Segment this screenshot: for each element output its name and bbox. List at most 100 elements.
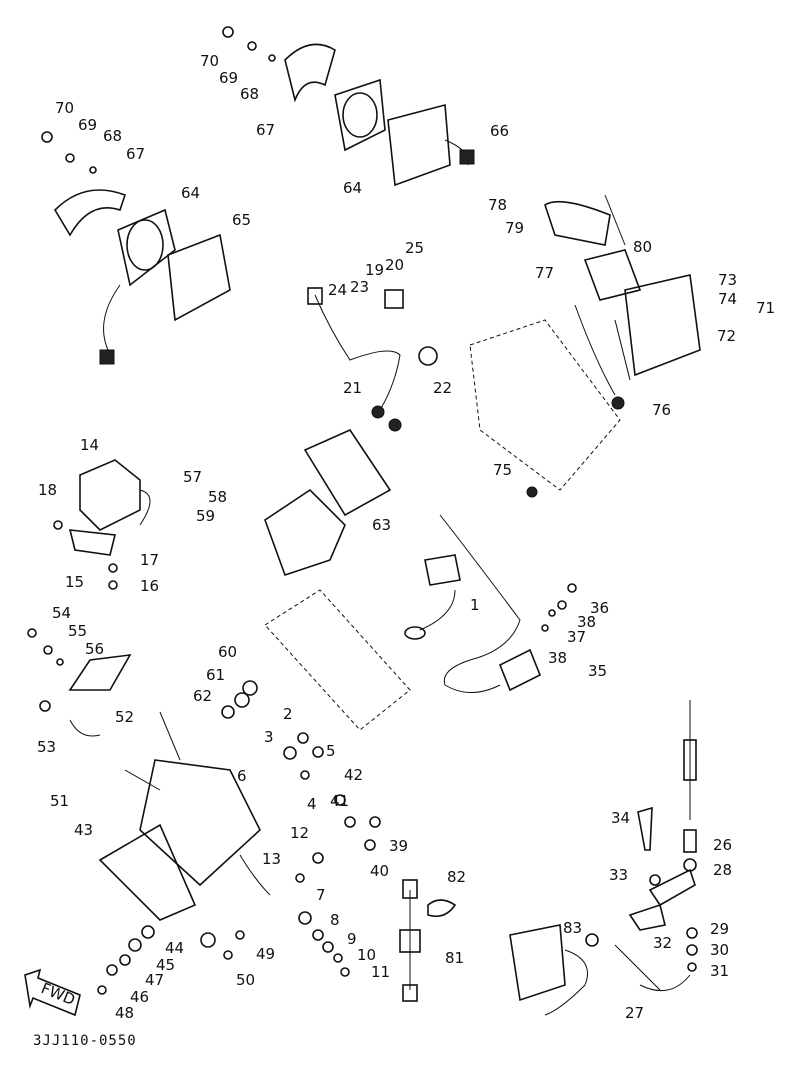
callout: 74	[718, 290, 737, 308]
callout: 42	[344, 766, 363, 784]
callout: 38	[577, 613, 596, 631]
callout: 4	[307, 795, 317, 813]
callout: 80	[633, 238, 652, 256]
callout: 67	[126, 145, 145, 163]
callout: 77	[535, 264, 554, 282]
callout: 61	[206, 666, 225, 684]
callout: 3	[264, 728, 274, 746]
callout: 25	[405, 239, 424, 257]
callout: 60	[218, 643, 237, 661]
hardware-center	[221, 680, 381, 977]
callout: 64	[181, 184, 200, 202]
callout: 56	[85, 640, 104, 658]
callout: 73	[718, 271, 737, 289]
callout: 19	[365, 261, 384, 279]
callout-labels: 70 69 68 67 64 66 70 69 68 67 64 65 78 7…	[37, 52, 775, 1022]
callout: 50	[236, 971, 255, 989]
callout: 82	[447, 868, 466, 886]
callout: 16	[140, 577, 159, 595]
callout: 5	[326, 742, 336, 760]
hardware-lower-left	[97, 925, 245, 995]
callout: 6	[237, 767, 247, 785]
callout: 70	[200, 52, 219, 70]
callout: 53	[37, 738, 56, 756]
callout: 2	[283, 705, 293, 723]
callout: 48	[115, 1004, 134, 1022]
callout: 79	[505, 219, 524, 237]
ignition-unit-assembly	[27, 628, 271, 921]
callout: 37	[567, 628, 586, 646]
callout: 29	[710, 920, 729, 938]
callout: 17	[140, 551, 159, 569]
callout: 12	[290, 824, 309, 842]
callout: 67	[256, 121, 275, 139]
callout: 69	[78, 116, 97, 134]
callout: 34	[611, 809, 630, 827]
unit-83	[509, 924, 599, 1016]
callout: 55	[68, 622, 87, 640]
callout: 1	[470, 596, 480, 614]
cable-26-assembly	[614, 700, 698, 992]
unit-14	[53, 459, 151, 590]
callout: 10	[357, 946, 376, 964]
callout: 47	[145, 971, 164, 989]
callout: 23	[350, 278, 369, 296]
callout: 8	[330, 911, 340, 929]
callout: 75	[493, 461, 512, 479]
callout: 72	[717, 327, 736, 345]
callout: 69	[219, 69, 238, 87]
callout: 78	[488, 196, 507, 214]
harness-21	[307, 287, 438, 432]
fwd-label: FWD	[38, 979, 77, 1009]
callout: 63	[372, 516, 391, 534]
callout: 59	[196, 507, 215, 525]
callout: 18	[38, 481, 57, 499]
callout: 64	[343, 179, 362, 197]
fwd-arrow: FWD	[24, 968, 81, 1017]
speaker-center-assembly	[222, 26, 475, 187]
remote-control-assembly	[469, 194, 701, 498]
callout: 58	[208, 488, 227, 506]
callout: 27	[625, 1004, 644, 1022]
callout: 83	[563, 919, 582, 937]
unit-57-63	[264, 428, 411, 731]
callout: 11	[371, 963, 390, 981]
callout: 36	[590, 599, 609, 617]
callout: 9	[347, 930, 357, 948]
callout: 57	[183, 468, 202, 486]
callout: 52	[115, 708, 134, 726]
callout: 26	[713, 836, 732, 854]
callout: 13	[262, 850, 281, 868]
callout: 81	[445, 949, 464, 967]
callout: 30	[710, 941, 729, 959]
callout: 28	[713, 861, 732, 879]
callout: 66	[490, 122, 509, 140]
callout: 68	[103, 127, 122, 145]
callout: 43	[74, 821, 93, 839]
callout: 21	[343, 379, 362, 397]
callout: 41	[330, 792, 349, 810]
callout: 7	[316, 886, 326, 904]
callout: 24	[328, 281, 347, 299]
callout: 70	[55, 99, 74, 117]
callout: 44	[165, 939, 184, 957]
callout: 14	[80, 436, 99, 454]
cable-81	[399, 879, 457, 1002]
callout: 54	[52, 604, 71, 622]
callout: 38	[548, 649, 567, 667]
callout: 49	[256, 945, 275, 963]
callout: 39	[389, 837, 408, 855]
callout: 35	[588, 662, 607, 680]
callout: 51	[50, 792, 69, 810]
callout: 15	[65, 573, 84, 591]
cable-35-assembly	[404, 514, 577, 693]
callout: 65	[232, 211, 251, 229]
callout: 22	[433, 379, 452, 397]
callout: 76	[652, 401, 671, 419]
speaker-left-assembly	[41, 131, 231, 365]
callout: 32	[653, 934, 672, 952]
callout: 20	[385, 256, 404, 274]
callout: 71	[756, 299, 775, 317]
callout: 62	[193, 687, 212, 705]
callout: 46	[130, 988, 149, 1006]
